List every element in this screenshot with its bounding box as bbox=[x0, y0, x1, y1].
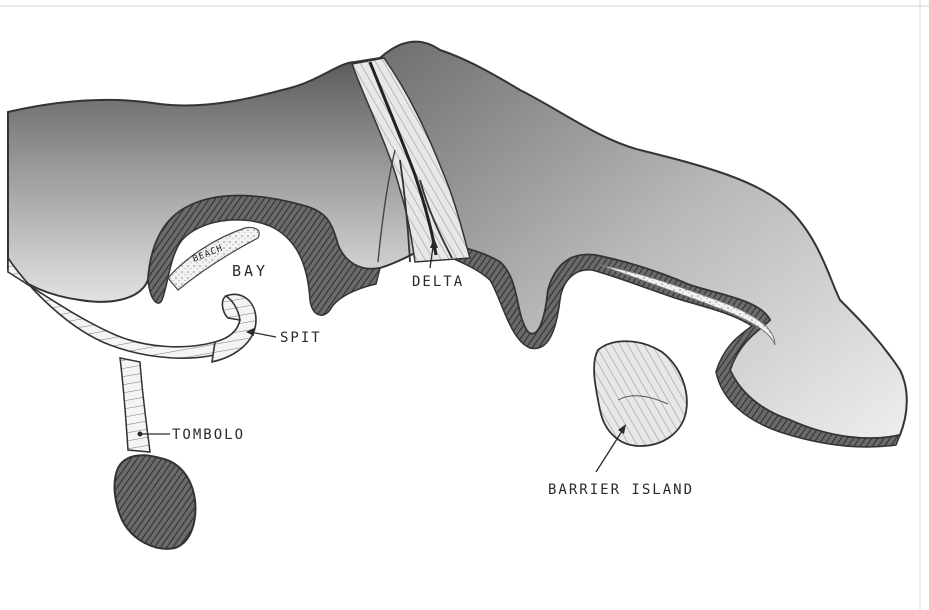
barrier-island-label: BARRIER ISLAND bbox=[548, 482, 694, 498]
bay-label: BAY bbox=[232, 262, 268, 280]
spit-label: SPIT bbox=[280, 330, 322, 346]
tombolo-label: TOMBOLO bbox=[172, 427, 245, 443]
delta-label: DELTA bbox=[412, 274, 464, 290]
tombolo-marker bbox=[138, 432, 143, 437]
